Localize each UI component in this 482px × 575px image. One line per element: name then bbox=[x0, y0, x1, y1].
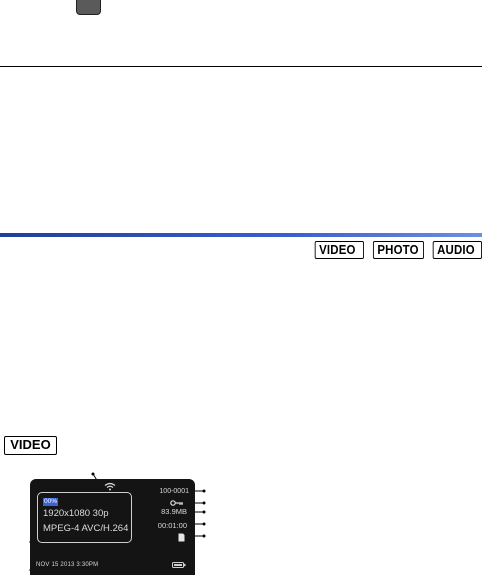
duration: 00:01:00 bbox=[157, 521, 187, 530]
video-section-badge: VIDEO bbox=[4, 436, 57, 455]
memory-card-icon bbox=[178, 533, 185, 542]
battery-icon bbox=[172, 562, 186, 568]
wifi-icon bbox=[104, 482, 116, 491]
tag-photo: PHOTO bbox=[372, 241, 424, 259]
key-icon bbox=[170, 500, 183, 506]
folder-file-number: 100-0001 bbox=[159, 488, 189, 495]
recording-datetime: NOV 15 2013 3:30PM bbox=[36, 562, 99, 568]
tag-audio: AUDIO bbox=[432, 241, 482, 259]
resolution-label: 1920x1080 30p bbox=[43, 508, 109, 519]
section-divider bbox=[0, 233, 482, 237]
hardware-button-icon bbox=[76, 0, 101, 15]
divider bbox=[0, 66, 482, 67]
codec-label: MPEG-4 AVC/H.264 bbox=[43, 523, 129, 534]
camera-playback-screen: 100-0001 00% 1920x1080 30p MPEG-4 AVC/H.… bbox=[30, 479, 195, 575]
progress-label: 00% bbox=[43, 498, 59, 506]
tag-video: VIDEO bbox=[314, 241, 364, 259]
mode-tags: VIDEO PHOTO AUDIO bbox=[308, 241, 482, 259]
file-size: 83.9MB bbox=[161, 507, 187, 516]
video-info-box: 00% 1920x1080 30p MPEG-4 AVC/H.264 bbox=[37, 492, 132, 543]
